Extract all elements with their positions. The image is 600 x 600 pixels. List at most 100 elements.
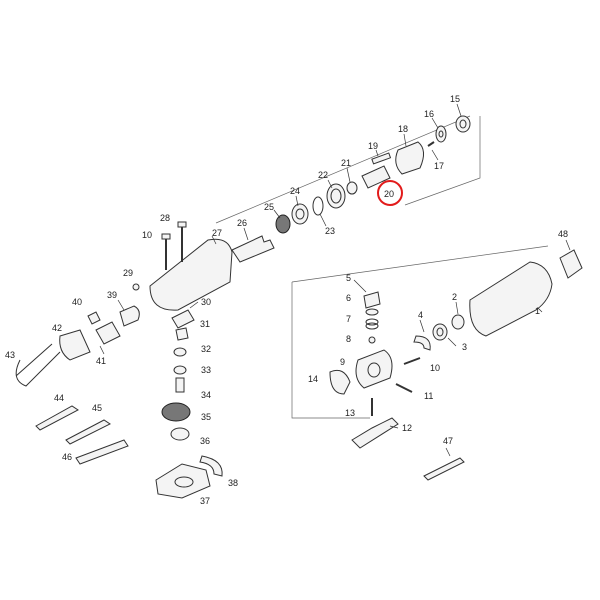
part-24-bearing — [291, 195, 309, 225]
part-7-spring — [365, 318, 379, 330]
label-10-right: 10 — [430, 363, 440, 373]
part-15-bearing — [455, 103, 471, 133]
highlight-circle — [377, 180, 403, 206]
label-10-left: 10 — [142, 230, 152, 240]
part-47-tool — [423, 447, 465, 481]
part-18-cylinder — [395, 133, 424, 175]
part-25-gear — [273, 209, 291, 234]
part-6-seal — [365, 308, 379, 316]
label-42: 42 — [52, 323, 62, 333]
part-33-bearing — [173, 365, 187, 375]
label-37: 37 — [200, 496, 210, 506]
label-16: 16 — [424, 109, 434, 119]
part-23-ring — [312, 196, 327, 227]
label-4: 4 — [418, 310, 423, 320]
part-31-nut — [175, 327, 189, 341]
label-35: 35 — [201, 412, 211, 422]
label-44: 44 — [54, 393, 64, 403]
part-43-wrench — [15, 343, 61, 387]
label-5: 5 — [346, 273, 351, 283]
part-22-front-plate — [326, 179, 346, 209]
label-19: 19 — [368, 141, 378, 151]
label-28: 28 — [160, 213, 170, 223]
part-35-bevel-gear — [161, 402, 191, 422]
label-36: 36 — [200, 436, 210, 446]
label-12: 12 — [402, 423, 412, 433]
label-23: 23 — [325, 226, 335, 236]
part-9-valve-body — [355, 349, 393, 389]
label-24: 24 — [290, 186, 300, 196]
label-25: 25 — [264, 202, 274, 212]
label-22: 22 — [318, 170, 328, 180]
part-5-plug — [353, 279, 381, 309]
label-39: 39 — [107, 290, 117, 300]
label-15: 15 — [450, 94, 460, 104]
label-14: 14 — [308, 374, 318, 384]
label-6: 6 — [346, 293, 351, 303]
label-20: 20 — [384, 189, 394, 199]
part-17-pin — [427, 141, 439, 161]
part-26-shaft — [231, 227, 275, 263]
part-2-nut — [451, 301, 465, 330]
part-46-spanner — [75, 439, 129, 465]
part-42-guard — [59, 329, 91, 361]
label-26: 26 — [237, 218, 247, 228]
label-3: 3 — [462, 342, 467, 352]
label-30: 30 — [201, 297, 211, 307]
part-21-bearing — [346, 167, 358, 195]
label-41: 41 — [96, 356, 106, 366]
label-40: 40 — [72, 297, 82, 307]
label-27: 27 — [212, 228, 222, 238]
part-48-inlet-fitting — [559, 239, 583, 279]
part-1-motor-housing — [469, 261, 553, 337]
label-7: 7 — [346, 314, 351, 324]
part-30-plate — [171, 301, 199, 329]
label-38: 38 — [228, 478, 238, 488]
label-33: 33 — [201, 365, 211, 375]
label-43: 43 — [5, 350, 15, 360]
part-20-rotor — [361, 165, 403, 206]
part-10-screw-right — [403, 357, 421, 365]
label-29: 29 — [123, 268, 133, 278]
label-9: 9 — [340, 357, 345, 367]
part-38-snap-ring — [199, 455, 223, 477]
part-36-bearing — [170, 427, 190, 441]
part-34-spindle — [175, 377, 185, 393]
label-1: 1 — [535, 306, 540, 316]
label-34: 34 — [201, 390, 211, 400]
part-29-nut — [132, 283, 140, 291]
part-14-gasket — [329, 369, 351, 395]
label-47: 47 — [443, 436, 453, 446]
part-16-end-plate — [431, 117, 447, 143]
label-11: 11 — [424, 391, 433, 401]
part-27-housing — [149, 235, 233, 311]
label-2: 2 — [452, 292, 457, 302]
part-40-nut — [87, 311, 101, 325]
part-28-screw — [177, 221, 187, 262]
part-45-hex-key — [65, 419, 111, 445]
label-13: 13 — [345, 408, 355, 418]
part-10-screw-left — [161, 233, 171, 270]
label-45: 45 — [92, 403, 102, 413]
label-17: 17 — [434, 161, 444, 171]
label-32: 32 — [201, 344, 211, 354]
callout-labels: 1 2 3 4 5 6 7 8 9 10 10 11 12 13 14 15 1… — [5, 94, 568, 506]
part-44-hex-key — [35, 405, 79, 431]
label-46: 46 — [62, 452, 72, 462]
assembly-frame — [215, 115, 549, 419]
label-8: 8 — [346, 334, 351, 344]
part-12-lever — [351, 417, 399, 449]
part-19-rotor-blade — [371, 149, 392, 165]
part-32-collar — [173, 347, 187, 357]
label-21: 21 — [341, 158, 351, 168]
label-31: 31 — [200, 319, 210, 329]
part-39-sleeve — [117, 299, 140, 327]
part-3-washer — [432, 323, 457, 347]
label-48: 48 — [558, 229, 568, 239]
part-37-cover — [155, 463, 211, 499]
label-18: 18 — [398, 124, 408, 134]
part-11-pin — [395, 383, 413, 393]
part-41-collet — [95, 321, 121, 355]
